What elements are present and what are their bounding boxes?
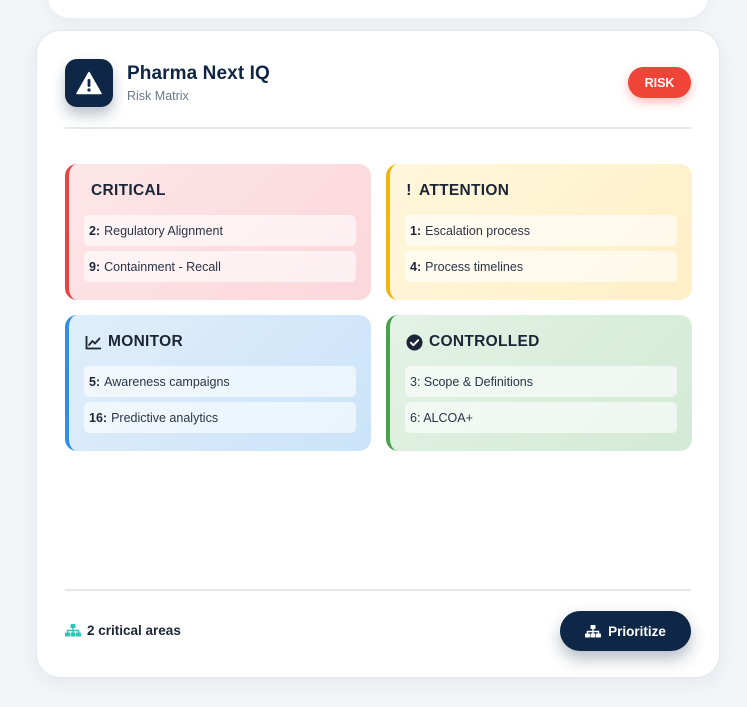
- list-item[interactable]: 6: ALCOA+: [405, 402, 677, 433]
- quadrant-controlled-label: CONTROLLED: [429, 333, 540, 350]
- quadrant-attention-label: ATTENTION: [419, 182, 510, 199]
- quadrant-controlled: CONTROLLED 3: Scope & Definitions 6: ALC…: [386, 315, 692, 451]
- item-number: 9:: [89, 259, 101, 274]
- prioritize-button[interactable]: Prioritize: [560, 611, 691, 651]
- quadrant-critical-label: CRITICAL: [91, 182, 166, 199]
- sitemap-icon: [65, 624, 81, 637]
- quadrant-critical-header: CRITICAL: [91, 182, 166, 200]
- line-chart-icon: [84, 333, 102, 351]
- item-label: 6: ALCOA+: [410, 410, 473, 425]
- item-label: Process timelines: [425, 259, 524, 274]
- quadrant-monitor: MONITOR 5: Awareness campaigns 16: Predi…: [65, 315, 371, 451]
- list-item[interactable]: 1: Escalation process: [405, 215, 677, 246]
- item-number: 4:: [410, 259, 422, 274]
- check-circle-icon: [405, 333, 423, 351]
- item-label: Predictive analytics: [111, 410, 219, 425]
- item-label: 3: Scope & Definitions: [410, 374, 533, 389]
- list-item[interactable]: 5: Awareness campaigns: [84, 366, 356, 397]
- prioritize-button-label: Prioritize: [608, 623, 666, 639]
- critical-summary: 2 critical areas: [65, 623, 181, 638]
- item-number: 16:: [89, 410, 108, 425]
- item-label: Regulatory Alignment: [104, 223, 223, 238]
- item-label: Containment - Recall: [104, 259, 221, 274]
- warning-triangle-icon: [76, 71, 102, 95]
- card-header: Pharma Next IQ Risk Matrix RISK: [65, 59, 691, 107]
- app-logo: [65, 59, 113, 107]
- item-label: Awareness campaigns: [104, 374, 230, 389]
- app-title: Pharma Next IQ: [127, 63, 270, 84]
- list-item[interactable]: 16: Predictive analytics: [84, 402, 356, 433]
- list-item[interactable]: 9: Containment - Recall: [84, 251, 356, 282]
- exclamation-icon: !: [406, 182, 412, 199]
- critical-summary-text: 2 critical areas: [87, 623, 181, 638]
- risk-matrix-card: Pharma Next IQ Risk Matrix RISK CRITICAL…: [36, 30, 720, 678]
- list-item[interactable]: 4: Process timelines: [405, 251, 677, 282]
- footer-divider: [65, 589, 691, 591]
- sitemap-icon: [585, 624, 602, 637]
- quadrant-monitor-header: MONITOR: [84, 333, 183, 351]
- item-label: Escalation process: [425, 223, 531, 238]
- list-item[interactable]: 2: Regulatory Alignment: [84, 215, 356, 246]
- quadrant-attention-header: ! ATTENTION: [405, 182, 509, 200]
- quadrant-monitor-label: MONITOR: [108, 333, 184, 350]
- app-subtitle: Risk Matrix: [127, 89, 189, 103]
- list-item[interactable]: 3: Scope & Definitions: [405, 366, 677, 397]
- background-card: [48, 0, 708, 18]
- header-divider: [65, 127, 691, 129]
- item-number: 5:: [89, 374, 101, 389]
- quadrant-attention: ! ATTENTION 1: Escalation process 4: Pro…: [386, 164, 692, 300]
- quadrant-critical: CRITICAL 2: Regulatory Alignment 9: Cont…: [65, 164, 371, 300]
- item-number: 2:: [89, 223, 101, 238]
- item-number: 1:: [410, 223, 422, 238]
- risk-badge[interactable]: RISK: [628, 67, 691, 98]
- quadrant-controlled-header: CONTROLLED: [405, 333, 540, 351]
